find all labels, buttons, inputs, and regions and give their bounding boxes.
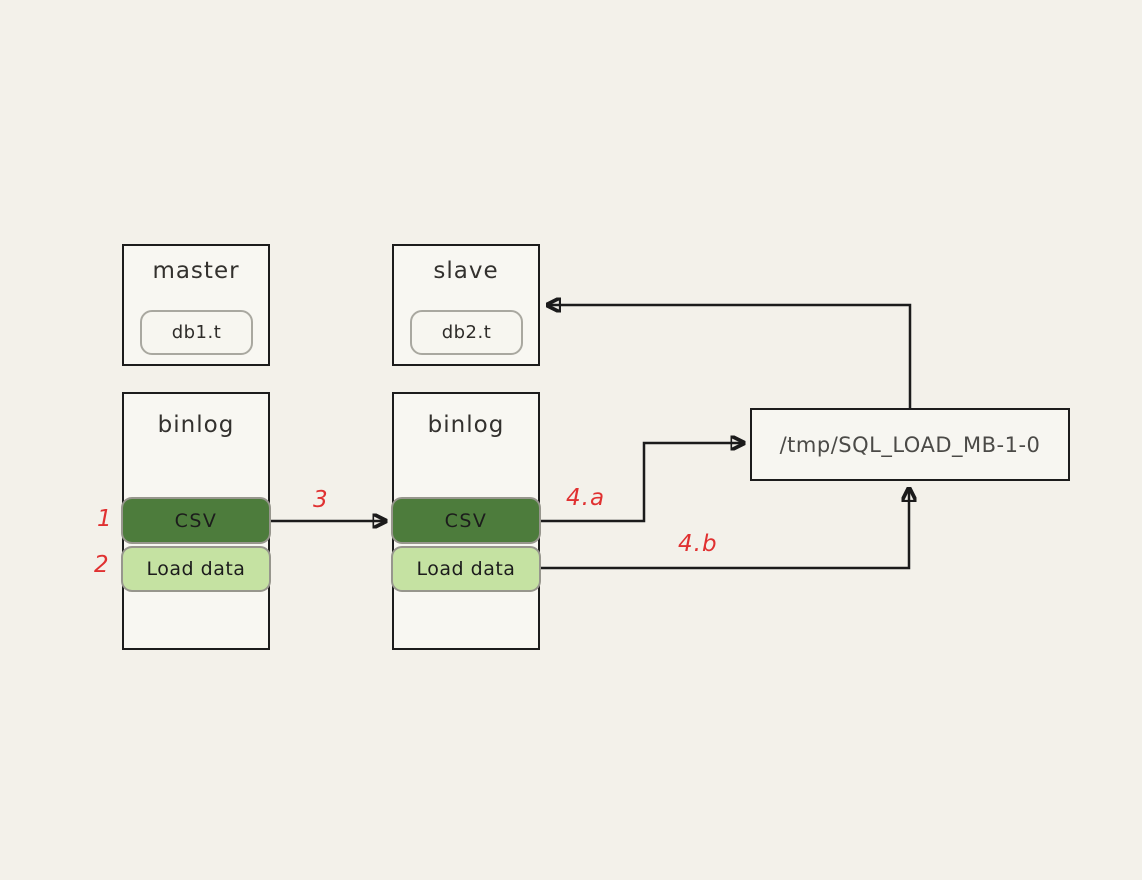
step-label-1: 1: [97, 506, 113, 532]
master-binlog-row-csv: CSV: [121, 497, 271, 544]
slave-binlog-row-csv: CSV: [391, 497, 541, 544]
master-csv-label: CSV: [174, 509, 218, 532]
master-binlog-title: binlog: [157, 412, 235, 438]
slave-binlog-title: binlog: [427, 412, 505, 438]
master-binlog-row-load-data: Load data: [121, 546, 271, 592]
tmp-file-label: /tmp/SQL_LOAD_MB-1-0: [779, 432, 1041, 457]
tmp-file-box: /tmp/SQL_LOAD_MB-1-0: [750, 408, 1070, 481]
step-label-4a: 4.a: [566, 485, 606, 511]
arrow-tmp-to-slave: [548, 305, 912, 408]
slave-csv-label: CSV: [444, 509, 488, 532]
slave-table-pill: db2.t: [410, 310, 523, 355]
master-load-data-label: Load data: [146, 558, 246, 580]
master-title: master: [152, 258, 240, 284]
slave-binlog-row-load-data: Load data: [391, 546, 541, 592]
slave-load-data-label: Load data: [416, 558, 516, 580]
slave-title: slave: [433, 258, 499, 284]
step-label-4b: 4.b: [678, 531, 718, 557]
step-label-2: 2: [94, 552, 110, 578]
master-table-pill: db1.t: [140, 310, 253, 355]
slave-table-label: db2.t: [441, 322, 492, 343]
master-table-label: db1.t: [171, 322, 222, 343]
step-label-3: 3: [313, 487, 329, 513]
